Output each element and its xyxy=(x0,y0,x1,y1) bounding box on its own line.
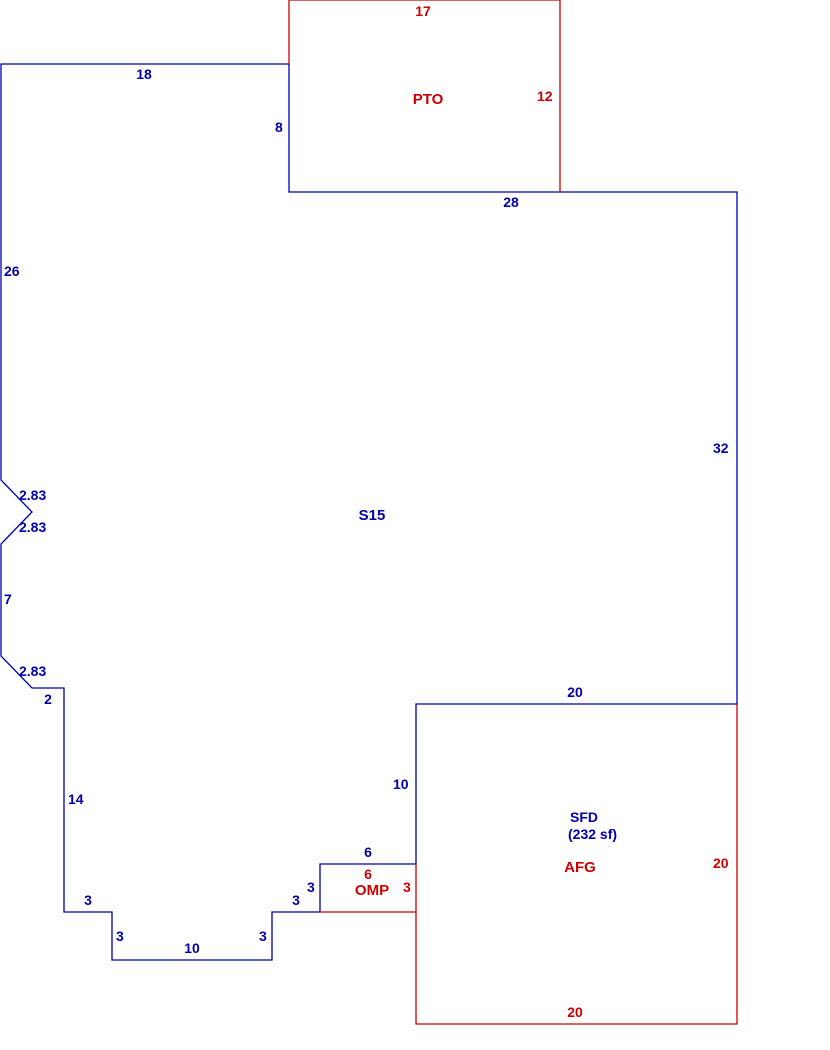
patio-outline xyxy=(288,0,561,192)
dim-main-porch-top: 6 xyxy=(364,844,372,860)
dim-main-left-middle: 7 xyxy=(4,591,12,607)
dim-main-bottom-step-left: 3 xyxy=(84,892,92,908)
dim-main-bottom-step-right: 3 xyxy=(292,892,300,908)
dim-main-patio-bottom: 28 xyxy=(503,194,519,210)
patio-area-label: PTO xyxy=(413,91,444,108)
sfd-area-label: SFD xyxy=(570,809,598,825)
dim-main-corner-chamfer: 2.83 xyxy=(19,663,46,679)
garage-outline xyxy=(415,704,738,1025)
dim-main-bay-lower: 2.83 xyxy=(19,519,46,535)
dim-main-step-2: 2 xyxy=(44,691,52,707)
dim-garage-bottom: 20 xyxy=(567,1004,583,1020)
dim-garage-right: 20 xyxy=(713,855,729,871)
dim-main-left-lower: 14 xyxy=(68,791,84,807)
main-area-label: S15 xyxy=(359,507,386,524)
dim-main-porch-side: 3 xyxy=(307,879,315,895)
dim-porch-top: 6 xyxy=(364,866,372,882)
dim-patio-right: 12 xyxy=(537,88,553,104)
main-structure-outline xyxy=(0,63,738,961)
porch-area-label: OMP xyxy=(355,882,389,899)
dim-main-garage-top: 20 xyxy=(567,684,583,700)
dim-main-bay-upper: 2.83 xyxy=(19,487,46,503)
dim-main-top-left: 18 xyxy=(136,66,152,82)
dim-main-right-side: 32 xyxy=(713,440,729,456)
dim-porch-right: 3 xyxy=(403,879,411,895)
sfd-area-size: (232 sf) xyxy=(568,826,617,842)
dim-main-notch-height: 10 xyxy=(393,776,409,792)
dim-main-bottom-center: 10 xyxy=(184,940,200,956)
dim-main-bottom-drop-right: 3 xyxy=(259,928,267,944)
dim-patio-top: 17 xyxy=(415,3,431,19)
dim-main-left-upper: 26 xyxy=(4,263,20,279)
garage-area-label: AFG xyxy=(564,859,596,876)
dim-main-bottom-drop-left: 3 xyxy=(116,928,124,944)
dim-main-patio-left: 8 xyxy=(275,119,283,135)
